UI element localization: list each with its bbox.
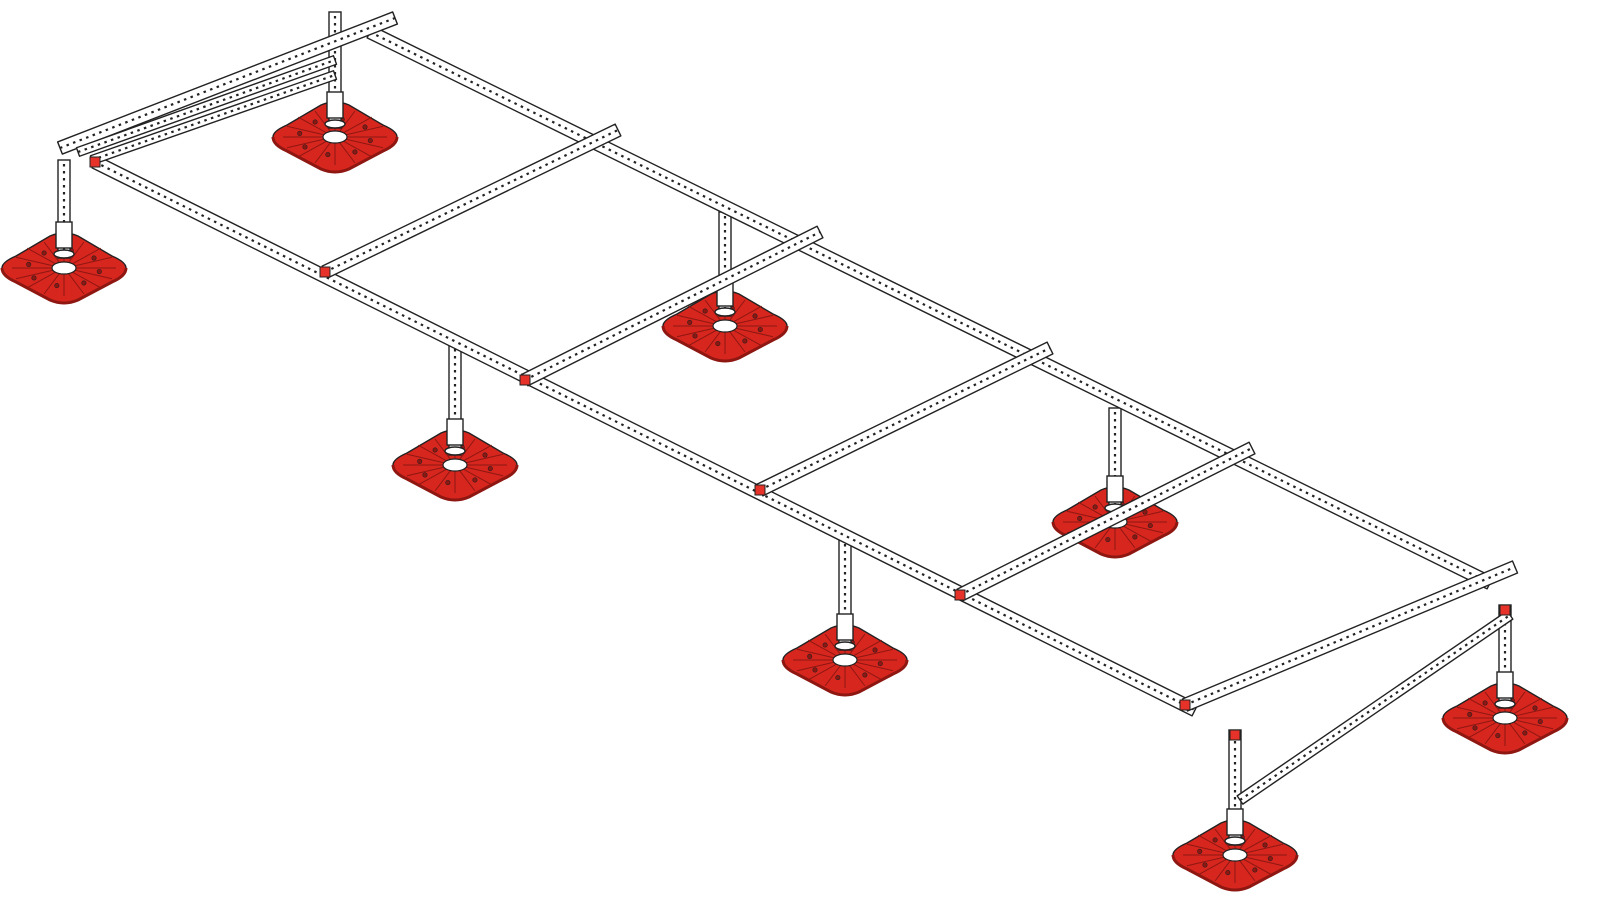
post-5 xyxy=(834,539,856,651)
post-7 xyxy=(1224,729,1246,846)
rubber-base-8 xyxy=(1441,682,1569,755)
rail-layer xyxy=(56,11,1519,805)
back-long-rail xyxy=(366,25,1494,590)
connector-layer xyxy=(89,156,1511,741)
cross-rail-1 xyxy=(56,11,399,155)
rubber-base-2 xyxy=(271,101,399,174)
cross-rail-5 xyxy=(956,441,1256,602)
base-layer xyxy=(0,101,1569,892)
red-connector-7 xyxy=(1229,729,1241,741)
rubber-base-5 xyxy=(781,624,909,697)
red-connector-5 xyxy=(954,589,966,601)
rubber-base-4 xyxy=(661,290,789,363)
cross-rail-3 xyxy=(521,225,824,387)
rubber-base-1 xyxy=(0,232,128,305)
post-3 xyxy=(444,344,466,456)
red-connector-4 xyxy=(754,484,766,496)
post-2 xyxy=(324,11,346,129)
post-6 xyxy=(1104,407,1126,513)
red-connector-2 xyxy=(319,266,331,278)
front-long-rail xyxy=(91,155,1199,717)
red-connector-3 xyxy=(519,374,531,386)
rubber-base-3 xyxy=(391,429,519,502)
red-connector-1 xyxy=(89,156,101,168)
post-1 xyxy=(53,159,75,259)
red-connector-6 xyxy=(1179,699,1191,711)
red-connector-8 xyxy=(1499,604,1511,616)
diagonal-brace-left-1 xyxy=(75,55,338,157)
cross-rail-6 xyxy=(1181,560,1519,712)
cross-rail-4 xyxy=(756,341,1054,497)
post-4 xyxy=(714,211,736,317)
